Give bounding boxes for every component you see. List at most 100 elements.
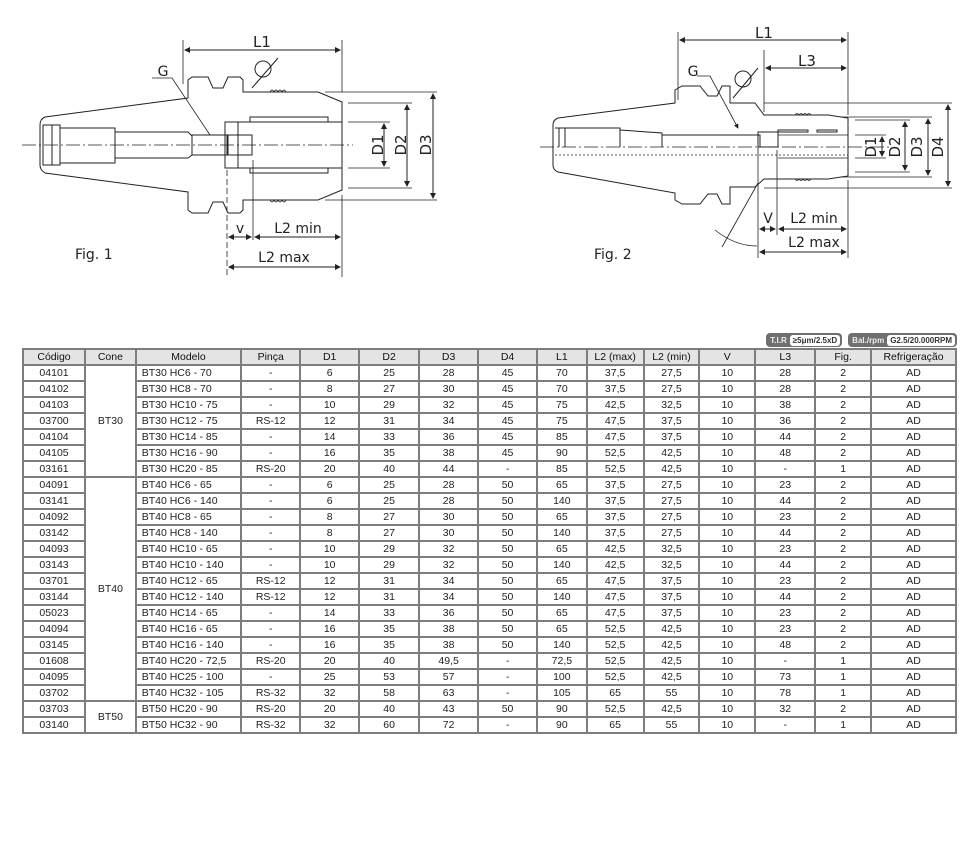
table-cell: 37,5 xyxy=(644,430,699,444)
fig2-label-d3: D3 xyxy=(908,136,926,157)
table-cell: 28 xyxy=(420,478,478,492)
table-cell: 10 xyxy=(700,654,755,668)
table-cell: 12 xyxy=(301,414,359,428)
table-cell: 10 xyxy=(700,574,755,588)
table-cell: 10 xyxy=(700,414,755,428)
model-cell: BT30 HC10 - 75 xyxy=(136,398,241,412)
table-cell: - xyxy=(756,462,815,476)
table-cell: 36 xyxy=(420,430,478,444)
table-cell: - xyxy=(479,670,537,684)
table-cell: 53 xyxy=(360,670,419,684)
model-cell: BT50 HC20 - 90 xyxy=(136,702,241,716)
table-cell: AD xyxy=(872,542,955,556)
table-cell: 75 xyxy=(538,398,586,412)
table-cell: AD xyxy=(872,622,955,636)
table-cell: 44 xyxy=(756,526,815,540)
column-header: Pinça xyxy=(242,350,300,364)
table-cell: 44 xyxy=(756,558,815,572)
table-cell: 38 xyxy=(420,638,478,652)
table-cell: 50 xyxy=(479,574,537,588)
code-cell: 03702 xyxy=(24,686,85,700)
table-cell: 1 xyxy=(816,654,871,668)
table-cell: 37,5 xyxy=(644,590,699,604)
table-cell: AD xyxy=(872,574,955,588)
code-cell: 03141 xyxy=(24,494,85,508)
column-header: D4 xyxy=(479,350,537,364)
tir-badge: T.I.R ≥5μm/2.5xD xyxy=(766,333,843,347)
table-cell: 2 xyxy=(816,702,871,716)
table-cell: 10 xyxy=(301,558,359,572)
table-cell: 35 xyxy=(360,622,419,636)
column-header: Modelo xyxy=(136,350,241,364)
table-cell: 60 xyxy=(360,718,419,732)
table-cell: 27,5 xyxy=(644,494,699,508)
code-cell: 03142 xyxy=(24,526,85,540)
table-cell: 10 xyxy=(700,446,755,460)
fig2-caption: Fig. 2 xyxy=(594,247,632,263)
table-cell: 45 xyxy=(479,366,537,380)
table-cell: 2 xyxy=(816,558,871,572)
table-cell: 34 xyxy=(420,574,478,588)
table-cell: 65 xyxy=(587,718,643,732)
cone-cell: BT30 xyxy=(86,366,135,476)
table-cell: 27,5 xyxy=(644,510,699,524)
table-cell: 2 xyxy=(816,478,871,492)
column-header: D3 xyxy=(420,350,478,364)
fig1-label-v: v xyxy=(236,221,244,237)
table-cell: 29 xyxy=(360,542,419,556)
table-cell: 29 xyxy=(360,558,419,572)
code-cell: 03700 xyxy=(24,414,85,428)
table-cell: 50 xyxy=(479,542,537,556)
table-cell: AD xyxy=(872,702,955,716)
table-cell: 37,5 xyxy=(644,414,699,428)
fig1-label-l2min: L2 min xyxy=(274,221,322,237)
table-cell: 55 xyxy=(644,718,699,732)
code-cell: 04105 xyxy=(24,446,85,460)
table-cell: - xyxy=(242,382,300,396)
table-cell: 78 xyxy=(756,686,815,700)
table-cell: 12 xyxy=(301,590,359,604)
table-cell: 50 xyxy=(479,558,537,572)
table-cell: 50 xyxy=(479,526,537,540)
table-cell: 37,5 xyxy=(644,606,699,620)
table-cell: 55 xyxy=(644,686,699,700)
table-cell: AD xyxy=(872,654,955,668)
code-cell: 03703 xyxy=(24,702,85,716)
table-cell: 31 xyxy=(360,590,419,604)
table-cell: 52,5 xyxy=(587,446,643,460)
model-cell: BT30 HC20 - 85 xyxy=(136,462,241,476)
model-cell: BT40 HC16 - 140 xyxy=(136,638,241,652)
table-cell: 8 xyxy=(301,382,359,396)
table-cell: 2 xyxy=(816,430,871,444)
table-cell: 37,5 xyxy=(587,366,643,380)
code-cell: 05023 xyxy=(24,606,85,620)
table-cell: 32,5 xyxy=(644,558,699,572)
fig1-caption: Fig. 1 xyxy=(75,247,113,263)
table-cell: 2 xyxy=(816,638,871,652)
table-cell: 34 xyxy=(420,414,478,428)
table-cell: 52,5 xyxy=(587,702,643,716)
column-header: Fig. xyxy=(816,350,871,364)
table-cell: 25 xyxy=(360,366,419,380)
table-cell: 45 xyxy=(479,398,537,412)
table-cell: RS-12 xyxy=(242,590,300,604)
table-cell: 2 xyxy=(816,366,871,380)
table-cell: 85 xyxy=(538,430,586,444)
fig2-label-l1: L1 xyxy=(755,24,773,42)
table-cell: AD xyxy=(872,558,955,572)
code-cell: 03143 xyxy=(24,558,85,572)
table-cell: RS-20 xyxy=(242,462,300,476)
fig2-label-v: V xyxy=(763,211,773,227)
figure-2-drawing xyxy=(540,32,952,258)
table-cell: 42,5 xyxy=(644,702,699,716)
